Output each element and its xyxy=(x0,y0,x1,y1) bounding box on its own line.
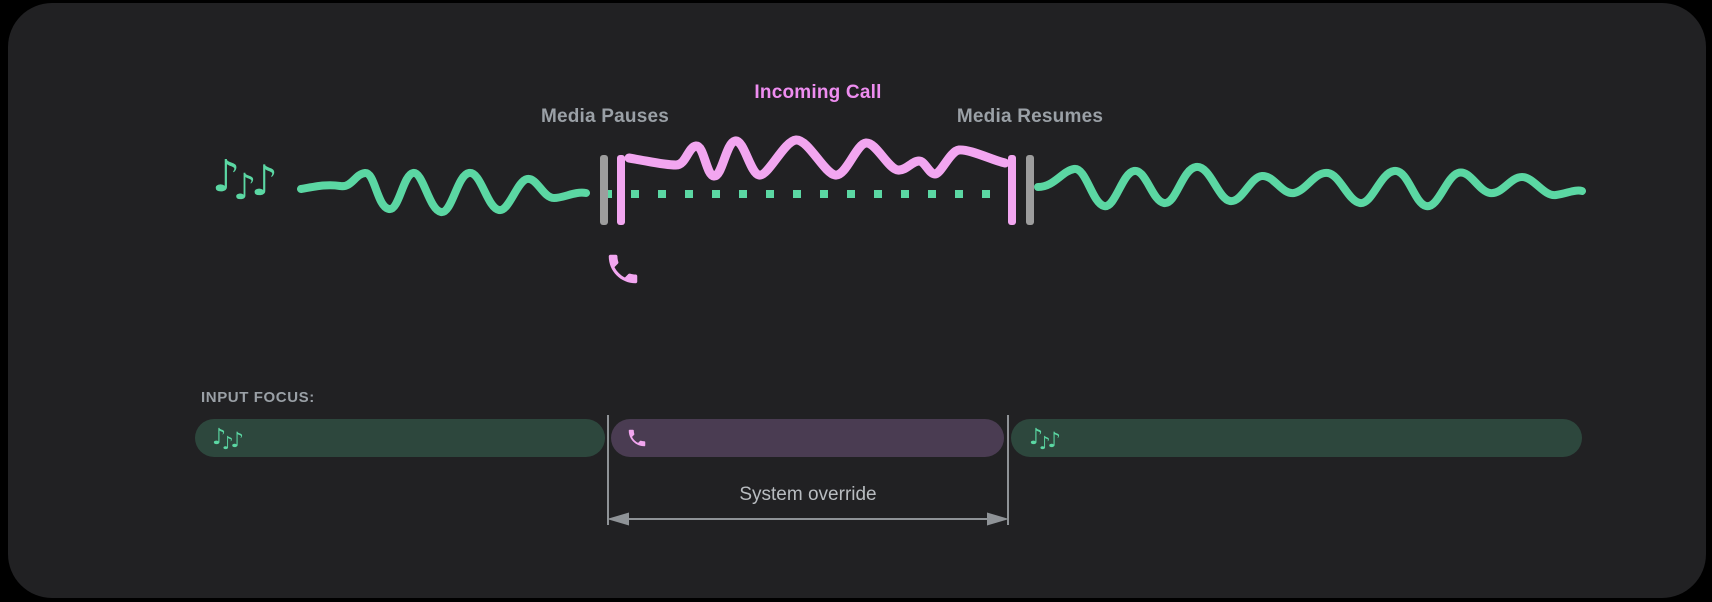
music-notes-icon: ♪ ♪ ♪ xyxy=(1029,425,1061,453)
input-focus-bar-media-before: ♪ ♪ ♪ xyxy=(195,419,605,457)
input-focus-bar-call xyxy=(611,419,1004,457)
music-note-glyph: ♪ xyxy=(230,428,244,452)
phone-icon xyxy=(604,250,642,288)
call-waveform xyxy=(624,135,1010,181)
media-waveform-before xyxy=(297,169,590,216)
override-boundary-right xyxy=(1007,415,1009,525)
diagram-panel: Media Pauses Incoming Call Media Resumes… xyxy=(8,3,1706,598)
pause-marker-bars xyxy=(600,155,625,225)
music-note-glyph: ♪ xyxy=(251,156,278,205)
phone-icon xyxy=(628,429,646,447)
input-focus-heading: INPUT FOCUS: xyxy=(201,389,315,406)
media-waveform-after xyxy=(1034,163,1586,210)
music-note-glyph: ♪ xyxy=(222,433,234,454)
music-note-glyph: ♪ xyxy=(233,167,257,208)
music-note-glyph: ♪ xyxy=(1029,425,1044,450)
system-override-label: System override xyxy=(739,484,877,505)
resume-marker-bars xyxy=(1008,155,1034,225)
music-note-glyph: ♪ xyxy=(212,425,227,450)
media-pauses-label: Media Pauses xyxy=(540,106,670,127)
music-note-glyph: ♪ xyxy=(1039,433,1051,454)
music-note-glyph: ♪ xyxy=(212,151,241,202)
music-note-glyph: ♪ xyxy=(1047,428,1061,452)
system-override-arrow xyxy=(607,512,1009,526)
music-notes-icon: ♪ ♪ ♪ xyxy=(212,151,278,206)
media-resumes-label: Media Resumes xyxy=(956,106,1104,127)
override-boundary-left xyxy=(607,415,609,525)
audio-timeline-graphic xyxy=(297,135,1586,225)
incoming-call-label: Incoming Call xyxy=(754,82,882,103)
music-notes-icon: ♪ ♪ ♪ xyxy=(212,425,244,453)
input-focus-bar-media-after: ♪ ♪ ♪ xyxy=(1011,419,1582,457)
